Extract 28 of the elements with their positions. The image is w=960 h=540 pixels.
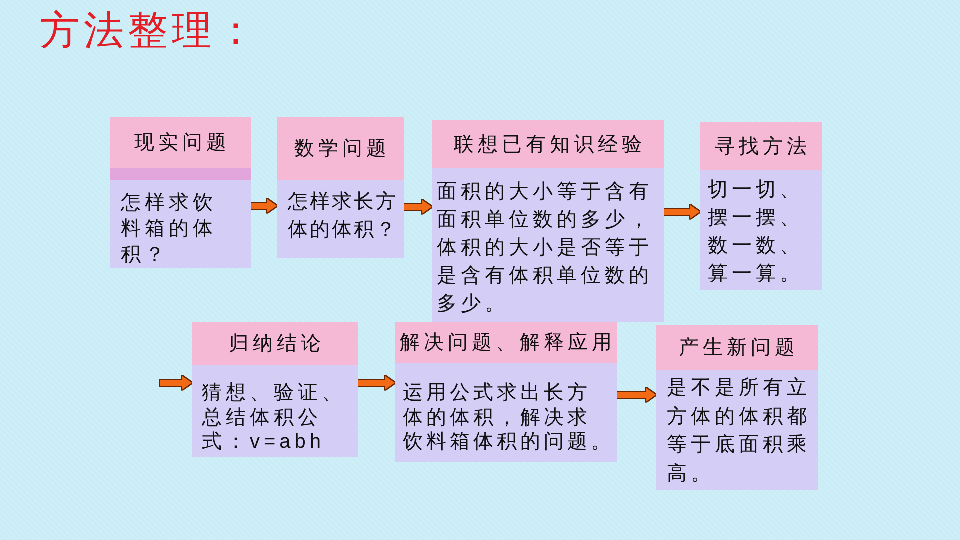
process-card [110, 117, 251, 268]
card-heading: 现实问题 [110, 117, 251, 180]
card-heading: 归纳结论 [192, 322, 358, 365]
process-card [656, 325, 818, 490]
card-text: 切一切、摆一摆、数一数、算一算。 [708, 178, 805, 287]
card-text: 怎样求长方体的体积？ [288, 190, 399, 243]
card-heading: 联想已有知识经验 [432, 120, 664, 168]
process-card [700, 122, 822, 290]
card-text: 运用公式求出长方体的体积，解决求饮料箱体积的问题。 [403, 381, 615, 454]
arrow [617, 388, 656, 402]
arrow [664, 205, 700, 219]
card-text: 面积的大小等于含有面积单位数的多少，体积的大小是否等于是含有体积单位数的多少。 [437, 180, 654, 317]
card-text: 怎样求饮料箱的体积？ [121, 191, 218, 268]
process-card [395, 322, 617, 462]
arrow [160, 376, 192, 390]
arrow [358, 376, 395, 390]
card-heading: 数学问题 [277, 117, 404, 180]
card-heading: 寻找方法 [700, 122, 822, 170]
card-heading: 解决问题、解释应用 [395, 322, 617, 363]
card-text: 是不是所有立方体的体积都等于底面积乘高。 [667, 376, 812, 486]
title: 方法整理： [40, 7, 260, 55]
process-card [277, 117, 404, 258]
card-heading: 产生新问题 [656, 325, 818, 370]
process-card [192, 322, 358, 457]
arrow [404, 200, 432, 214]
process-card [432, 120, 664, 322]
card-text: 猜想、验证、总结体积公式：v=abh [202, 381, 347, 454]
arrow [251, 199, 277, 213]
